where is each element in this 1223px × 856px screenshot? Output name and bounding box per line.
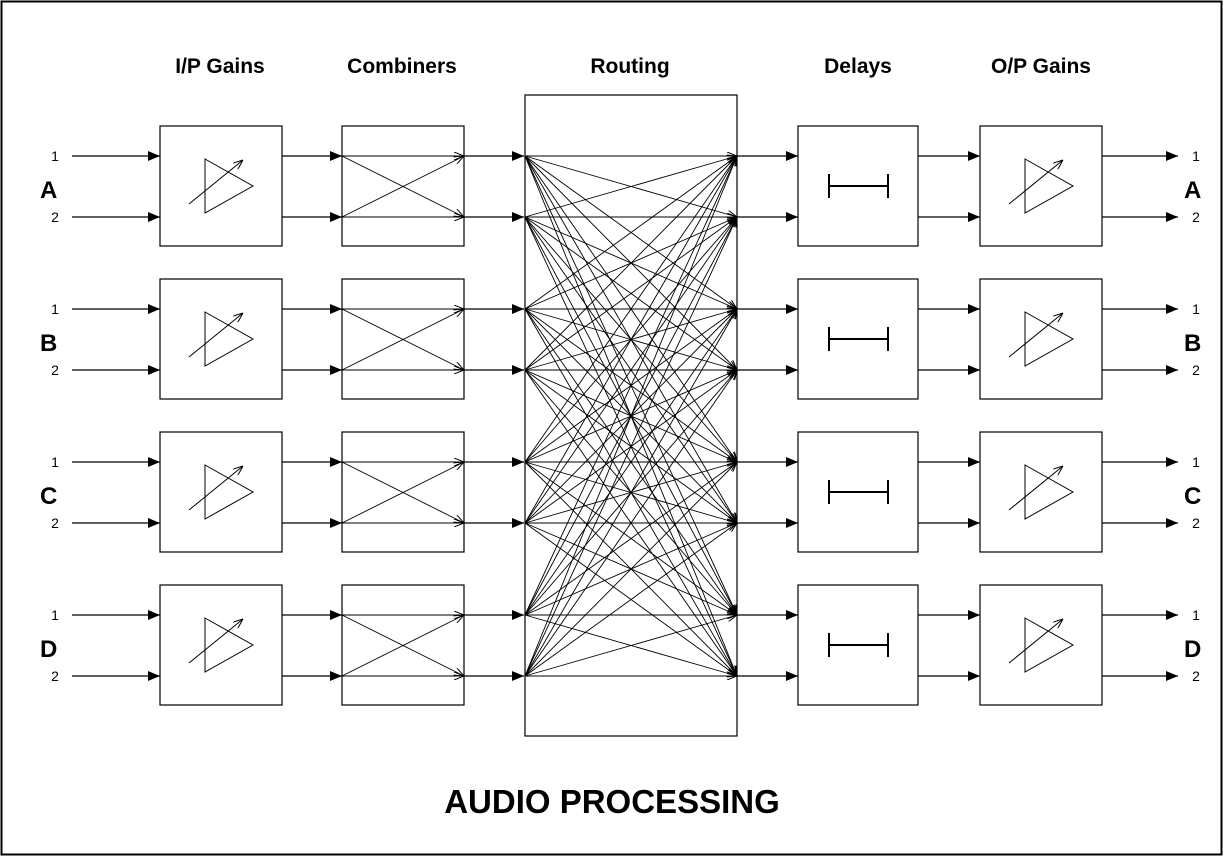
- input-number-2: 2: [51, 362, 59, 378]
- channel-row-b: 1B 2 1B 2: [40, 278, 1201, 400]
- routing-path: [524, 156, 737, 310]
- output-number-1: 1: [1192, 607, 1200, 623]
- routing-crosspoints: [524, 156, 737, 677]
- routing-path: [524, 217, 737, 677]
- output-gain-block: [979, 584, 1103, 706]
- combiner-cross-path: [341, 615, 464, 677]
- input-gain-block: [159, 584, 283, 706]
- output-number-1: 1: [1192, 148, 1200, 164]
- input-gain-block: [159, 125, 283, 247]
- input-channel-letter: A: [40, 177, 57, 204]
- diagram-title: AUDIO PROCESSING: [444, 783, 780, 820]
- input-gain-amplifier-icon: [188, 464, 255, 520]
- output-channel-letter: D: [1184, 636, 1201, 663]
- output-gain-block: [979, 125, 1103, 247]
- routing-matrix-box: [524, 94, 738, 737]
- output-number-2: 2: [1192, 515, 1200, 531]
- delay-icon: [828, 174, 889, 198]
- input-number-2: 2: [51, 668, 59, 684]
- channel-row-a: 1A 2 1A 2: [40, 125, 1201, 247]
- routing-path: [524, 217, 737, 524]
- input-gain-amplifier-icon: [188, 617, 255, 673]
- combiner-cross-path: [341, 309, 464, 371]
- input-number-1: 1: [51, 301, 59, 317]
- routing-path: [524, 156, 737, 524]
- column-title-op-gains: O/P Gains: [991, 55, 1091, 78]
- output-number-2: 2: [1192, 668, 1200, 684]
- input-gain-block: [159, 278, 283, 400]
- output-gain-amplifier-icon: [1008, 311, 1075, 367]
- column-title-delays: Delays: [824, 55, 892, 78]
- routing-path: [524, 370, 737, 677]
- column-title-combiners: Combiners: [347, 55, 457, 78]
- input-gain-amplifier-icon: [188, 158, 255, 214]
- output-gain-block: [979, 278, 1103, 400]
- output-channel-letter: A: [1184, 177, 1201, 204]
- input-number-1: 1: [51, 148, 59, 164]
- input-gain-block: [159, 431, 283, 553]
- column-title-routing: Routing: [590, 55, 669, 78]
- routing-path: [524, 462, 737, 677]
- routing-path: [524, 309, 737, 677]
- output-gain-amplifier-icon: [1008, 464, 1075, 520]
- combiner-cross-path: [341, 462, 464, 524]
- routing-path: [524, 156, 737, 371]
- output-channel-letter: C: [1184, 483, 1201, 510]
- output-number-1: 1: [1192, 454, 1200, 470]
- routing-path: [524, 156, 737, 677]
- output-number-1: 1: [1192, 301, 1200, 317]
- routing-path: [524, 309, 737, 616]
- delay-icon: [828, 633, 889, 657]
- routing-path: [524, 615, 737, 677]
- delay-icon: [828, 480, 889, 504]
- combiner-cross-path: [341, 156, 464, 218]
- input-number-2: 2: [51, 209, 59, 225]
- input-gain-amplifier-icon: [188, 311, 255, 367]
- routing-path: [524, 523, 737, 677]
- input-channel-letter: B: [40, 330, 57, 357]
- routing-path: [524, 156, 737, 218]
- input-number-1: 1: [51, 454, 59, 470]
- input-number-1: 1: [51, 607, 59, 623]
- output-gain-block: [979, 431, 1103, 553]
- output-gain-amplifier-icon: [1008, 617, 1075, 673]
- output-number-2: 2: [1192, 209, 1200, 225]
- channel-row-d: 1D 2 1D 2: [40, 584, 1201, 706]
- input-channel-letter: D: [40, 636, 57, 663]
- input-channel-letter: C: [40, 483, 57, 510]
- output-gain-amplifier-icon: [1008, 158, 1075, 214]
- column-title-ip-gains: I/P Gains: [175, 55, 265, 78]
- channel-row-c: 1C 2 1C 2: [40, 431, 1201, 553]
- delay-icon: [828, 327, 889, 351]
- input-number-2: 2: [51, 515, 59, 531]
- output-number-2: 2: [1192, 362, 1200, 378]
- routing-path: [524, 156, 737, 463]
- routing-path: [524, 156, 737, 616]
- output-channel-letter: B: [1184, 330, 1201, 357]
